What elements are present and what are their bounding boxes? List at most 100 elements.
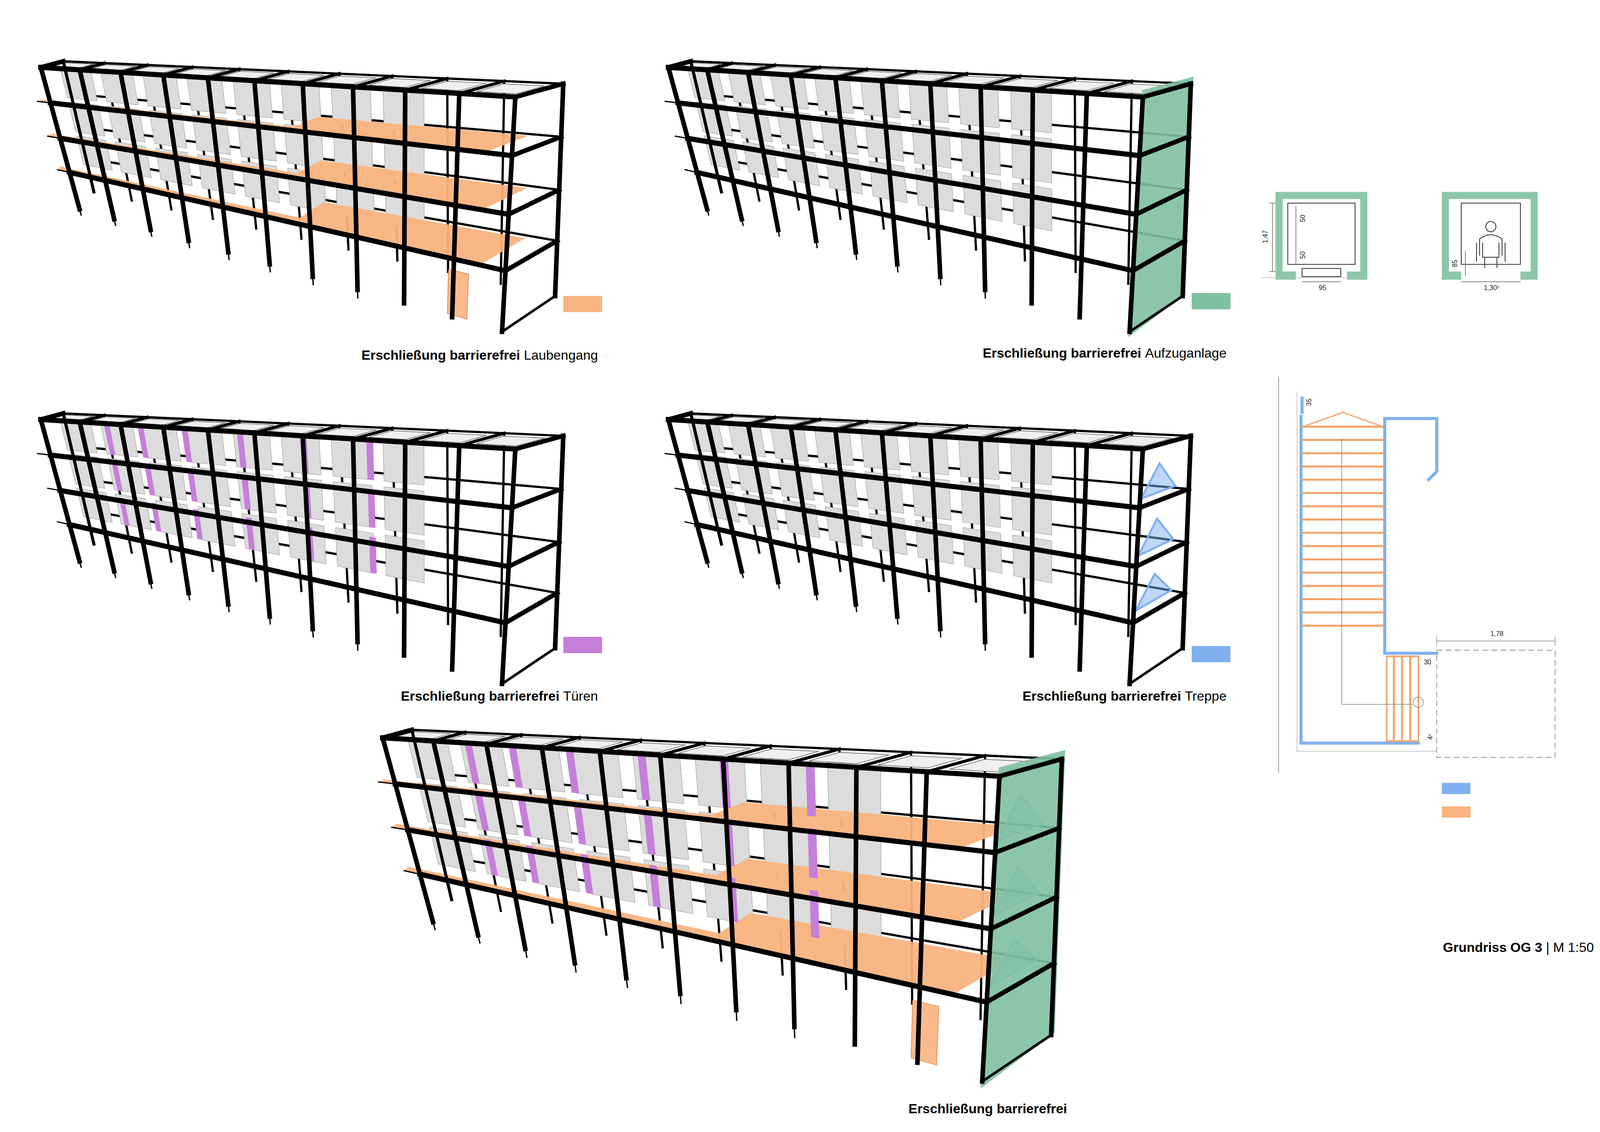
post (939, 276, 942, 285)
end-beam (1142, 83, 1191, 98)
wall-line (1278, 377, 1280, 773)
end-column (63, 413, 94, 544)
wall-line (1296, 391, 1298, 751)
post (707, 561, 709, 568)
post (79, 209, 82, 215)
end-beam (1136, 541, 1187, 567)
caption-title: Erschließung barrierefrei (982, 345, 1142, 361)
caption: Erschließung barrierefreiAufzuganlage (982, 345, 1227, 361)
apartment-door (111, 461, 123, 491)
apartment-door (144, 465, 156, 496)
end-beam (995, 827, 1060, 853)
end-beam (508, 190, 560, 215)
plan-title: Grundriss OG 3 (1442, 939, 1543, 955)
stair-tread (1302, 478, 1383, 481)
end-column (690, 61, 722, 192)
front-beam (697, 524, 1133, 623)
post (778, 581, 780, 588)
elevator-shaft (980, 749, 1066, 1088)
caption: Erschließung barrierefreiTreppe (1022, 688, 1227, 704)
stair-landing (1386, 656, 1419, 741)
end-beam (1136, 190, 1187, 215)
end-beam (990, 896, 1057, 929)
dimension-tick (1436, 636, 1437, 645)
wall-line (1297, 750, 1438, 752)
apartment-door (366, 441, 375, 480)
apartment-door (573, 802, 587, 845)
end-beam (515, 435, 564, 450)
dimension-label: 50 (1299, 251, 1307, 259)
wall-panel (572, 747, 624, 798)
stair-treads (1302, 426, 1383, 626)
elevator-shaft (1275, 191, 1368, 280)
post (269, 616, 270, 624)
legend-text: Aufzuganlage (1145, 345, 1227, 361)
apartment-door (367, 488, 376, 528)
stair-tread (1302, 452, 1383, 455)
wall-panel (515, 744, 565, 792)
end-column (555, 435, 564, 648)
building-frames (37, 61, 1194, 1089)
apartment-door (805, 765, 816, 817)
post (357, 641, 359, 650)
post (855, 252, 857, 260)
apartment-door (565, 751, 580, 794)
dimension-line (1272, 202, 1273, 272)
floor-plans (1261, 191, 1555, 818)
dimension-line (1302, 281, 1341, 282)
post (816, 240, 818, 248)
end-column (63, 61, 94, 192)
dimension-label: 1,30⁵ (1484, 284, 1500, 292)
apartment-door (637, 755, 651, 800)
roof-beam (788, 748, 840, 763)
end-beam (999, 758, 1063, 776)
elevator-opening (1461, 267, 1521, 282)
stair-tread (1302, 558, 1383, 561)
end-beam (668, 413, 691, 420)
stair-top (1302, 412, 1383, 427)
stair-tread (1302, 545, 1383, 548)
elevator-opening (1295, 267, 1347, 282)
dimension-line (1295, 206, 1296, 264)
post (525, 948, 528, 958)
front-beam (60, 138, 509, 215)
stair-wall (1384, 418, 1437, 653)
front-beam (40, 67, 516, 98)
post (707, 209, 709, 215)
stair-tread (1409, 656, 1412, 741)
apartment-door (643, 810, 656, 855)
roof-beam (515, 83, 564, 98)
end-beam (986, 962, 1054, 1002)
apartment-door (474, 792, 490, 831)
end-base (502, 295, 555, 332)
post (188, 240, 190, 248)
end-beam (1139, 136, 1189, 156)
legend-swatch (563, 295, 603, 313)
stair-tread (1302, 465, 1383, 468)
end-beam (40, 61, 64, 68)
front-beam (60, 490, 509, 567)
post (741, 219, 743, 225)
roof-beam (1142, 435, 1191, 450)
caption-title: Erschließung barrierefrei (361, 347, 521, 363)
roof-beam (926, 755, 985, 772)
stair-tread (1302, 425, 1383, 428)
front-beam (69, 524, 506, 623)
front-beam (668, 67, 1143, 98)
apartment-door (187, 469, 198, 502)
dimension-tick (1269, 271, 1276, 272)
plan-swatch (1441, 806, 1471, 818)
legend-text: Laubengang (523, 347, 598, 363)
legend-swatch (563, 636, 603, 653)
end-base (982, 1034, 1052, 1081)
end-beam (40, 413, 64, 420)
post (778, 230, 780, 237)
post (312, 628, 314, 637)
caption: Grundriss OG 3| M 1:50 (1442, 939, 1594, 955)
turning-space (1436, 650, 1555, 758)
plan-scale: | M 1:50 (1545, 939, 1594, 955)
caption-title: Erschließung barrierefrei (400, 688, 560, 704)
post (816, 592, 818, 600)
